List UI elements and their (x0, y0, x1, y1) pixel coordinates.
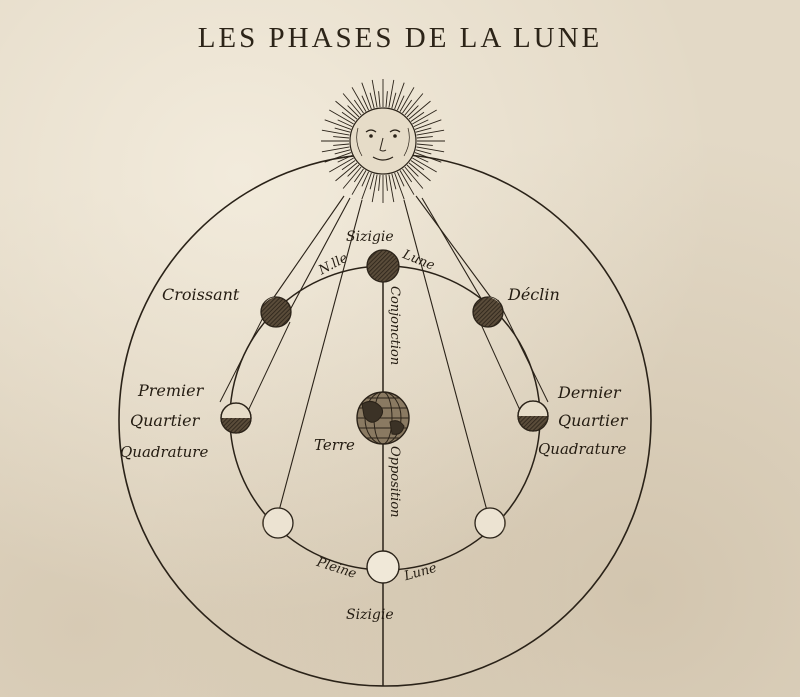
sun-ray (333, 143, 350, 146)
label-premier: Premier (138, 381, 204, 400)
sun-ray (415, 127, 432, 133)
page-title: LES PHASES DE LA LUNE (197, 22, 603, 54)
sun-ray (324, 152, 352, 163)
sun-ray (361, 82, 372, 110)
label-croissant: Croissant (162, 285, 240, 304)
sun-ray (329, 109, 354, 125)
label-sizigie-bottom: Sizigie (346, 607, 394, 623)
sun-ray (341, 160, 356, 171)
label-quadrature-right: Quadrature (538, 440, 627, 458)
label-sizigie-top: Sizigie (346, 229, 394, 245)
sun-ray (385, 91, 388, 108)
sun-ray (378, 174, 381, 191)
sun-ray (408, 162, 431, 182)
sun-ray (394, 172, 405, 200)
label-quartier-left: Quartier (130, 411, 200, 430)
sun-ray (399, 87, 415, 112)
moon-crescent-waxing (260, 296, 292, 328)
sun-ray (416, 143, 433, 146)
label-dernier: Dernier (558, 383, 621, 402)
sun-ray (412, 109, 437, 125)
moon-last-quarter (517, 400, 549, 432)
sun-ray (361, 172, 372, 200)
moon-new (366, 249, 400, 283)
sun-ray (321, 146, 350, 153)
label-conjonction: Conjonction (387, 286, 402, 366)
sun-ray (415, 149, 432, 155)
sun-ray (399, 170, 415, 195)
label-terre: Terre (314, 436, 355, 454)
sun-ray (324, 119, 352, 130)
sun-ray (329, 157, 354, 173)
sun-ray (347, 105, 360, 118)
sun-ray (416, 146, 445, 153)
sun-ray (404, 93, 424, 116)
moon-first-quarter (220, 402, 252, 434)
sun-ray (369, 92, 375, 109)
sun-ray (396, 95, 405, 111)
sun-ray (371, 174, 378, 203)
sun-ray (402, 99, 413, 114)
sun-ray (347, 164, 360, 177)
sun-ray (334, 127, 351, 133)
sun-ray (410, 111, 425, 122)
sun-ray (371, 79, 378, 108)
moon-crescent-waning (472, 296, 504, 328)
sun-ray (342, 166, 362, 189)
sun-ray (335, 162, 358, 182)
sun-ray (353, 168, 364, 183)
sun-ray (334, 149, 351, 155)
label-declin: Déclin (508, 285, 560, 304)
sun-ray (410, 160, 425, 171)
sun-ray (408, 100, 431, 120)
moon-gibbous-waxing (262, 507, 294, 539)
sun-ray (321, 129, 350, 136)
sun-ray (335, 100, 358, 120)
sun-ray (369, 173, 375, 190)
label-quartier-right: Quartier (558, 411, 628, 430)
sun-ray (361, 95, 370, 111)
sun-ray (342, 93, 362, 116)
sun-ray (391, 173, 397, 190)
sun-ray (413, 154, 429, 163)
sun-beams (271, 195, 501, 523)
sun-ray (416, 136, 433, 139)
sun-ray (333, 136, 350, 139)
sun-ray (416, 129, 445, 136)
label-quadrature-left: Quadrature (120, 443, 209, 461)
sun-ray (388, 79, 395, 108)
sun-ray (353, 99, 364, 114)
sun-ray (406, 164, 419, 177)
sun-ray (337, 154, 353, 163)
sun-ray (351, 170, 367, 195)
sun-face-icon (349, 107, 417, 175)
sun-ray (414, 152, 442, 163)
sun-ray (414, 119, 442, 130)
moon-gibbous-waning (474, 507, 506, 539)
sun-ray (404, 166, 424, 189)
sun-ray (406, 105, 419, 118)
label-opposition: Opposition (387, 446, 402, 518)
sun-ray (412, 157, 437, 173)
sun-ray (337, 119, 353, 128)
globe-icon (356, 391, 410, 445)
sun-ray (388, 174, 395, 203)
sun-rays (321, 79, 445, 203)
sun-ray (351, 87, 367, 112)
sun-ray (385, 174, 388, 191)
sun-ray (361, 171, 370, 187)
sun-ray (378, 91, 381, 108)
sun-ray (394, 82, 405, 110)
sun-ray (396, 171, 405, 187)
sun-ray (402, 168, 413, 183)
sun-ray (391, 92, 397, 109)
moon-full (366, 550, 400, 584)
sun-ray (413, 119, 429, 128)
sun-ray (341, 111, 356, 122)
